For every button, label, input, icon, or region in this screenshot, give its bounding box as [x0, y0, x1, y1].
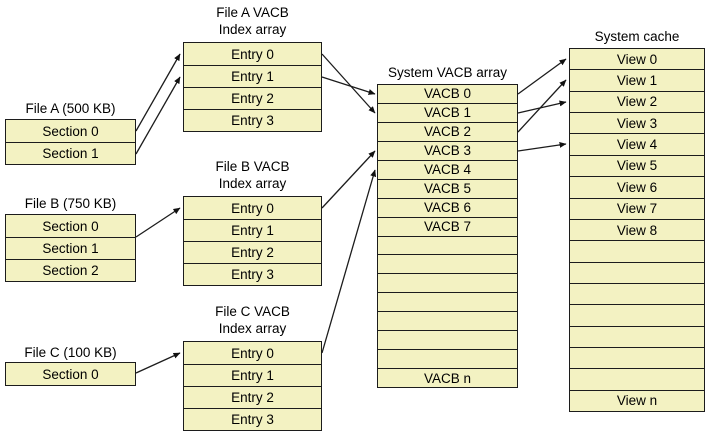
file-a-label: File A (500 KB)	[25, 101, 116, 116]
arrow-file-a-entry-0-to-vacb-1	[321, 53, 376, 114]
view-row: View 8	[570, 218, 704, 240]
view-row: View 5	[570, 154, 704, 176]
file-b-index-title: File B VACB Index array	[183, 158, 322, 192]
empty-row	[378, 311, 517, 330]
view-row: View n	[570, 389, 704, 411]
system-cache-title: System cache	[594, 29, 680, 44]
file-b-section-row: Section 2	[6, 259, 135, 281]
arrow-file-a-section-0-to-file-a-entry-0	[135, 53, 181, 132]
arrow-vacb-2-to-view-1	[517, 79, 567, 133]
vacb-row: VACB 4	[378, 159, 517, 179]
arrow-file-c-entry-0-to-vacb-4	[321, 169, 377, 354]
empty-row	[378, 292, 517, 311]
vacb-row: VACB 1	[378, 102, 517, 122]
file-a-section-row: Section 0	[42, 123, 99, 139]
vacb-row: VACB 6	[378, 197, 517, 217]
file-b-entry-row: Entry 3	[184, 263, 321, 285]
view-row: View 0	[616, 51, 658, 67]
file-a-index-table: Entry 0 Entry 1 Entry 2 Entry 3	[183, 42, 322, 132]
file-c-entry-row: Entry 0	[231, 345, 274, 361]
file-b-label: File B (750 KB)	[24, 196, 117, 211]
file-a-entry-row: Entry 0	[231, 46, 274, 62]
empty-row	[570, 261, 704, 283]
empty-row	[570, 282, 704, 304]
view-row: View 2	[570, 90, 704, 112]
file-b-entry-row: Entry 2	[184, 241, 321, 263]
title-line: File C VACB	[215, 304, 290, 319]
file-b-section-row: Section 1	[6, 237, 135, 259]
file-a-index-title: File A VACB Index array	[183, 4, 322, 38]
title-line: File B VACB	[215, 159, 290, 174]
empty-row	[378, 330, 517, 349]
file-a-entry-row: Entry 2	[184, 87, 321, 109]
view-row: View 3	[570, 112, 704, 133]
vacb-row: VACB n	[378, 368, 517, 387]
system-cache-table: View 0 View 1 View 2 View 3 View 4 View …	[569, 48, 705, 412]
empty-row	[570, 368, 704, 389]
empty-row	[378, 235, 517, 255]
empty-row	[378, 254, 517, 273]
empty-row	[570, 347, 704, 368]
system-vacb-array-title: System VACB array	[387, 65, 508, 80]
file-a-entry-row: Entry 3	[184, 109, 321, 131]
file-c-entry-row: Entry 3	[184, 408, 321, 430]
view-row: View 4	[570, 133, 704, 154]
vacb-row: VACB 2	[378, 121, 517, 141]
arrow-file-b-sections-to-file-b-entry-0	[135, 207, 181, 238]
title-line: File A VACB	[216, 5, 289, 20]
file-b-entry-row: Entry 0	[231, 200, 274, 216]
empty-row	[570, 325, 704, 347]
file-c-section-row: Section 0	[42, 366, 99, 382]
file-b-section-row: Section 0	[42, 218, 99, 234]
view-row: View 1	[570, 69, 704, 90]
file-c-table: Section 0	[5, 362, 136, 386]
file-a-table: Section 0 Section 1	[5, 119, 136, 165]
title-line: Index array	[218, 176, 287, 191]
title-line: Index array	[218, 321, 287, 336]
empty-row	[570, 304, 704, 325]
view-row: View 6	[570, 176, 704, 197]
empty-row	[378, 349, 517, 368]
vacb-row: VACB 3	[378, 140, 517, 160]
arrow-file-c-section-0-to-file-c-entry-0	[135, 352, 181, 374]
view-row: View 7	[570, 197, 704, 219]
empty-row	[570, 240, 704, 261]
file-b-table: Section 0 Section 1 Section 2	[5, 214, 136, 282]
vacb-row: VACB 0	[423, 86, 472, 102]
file-b-index-table: Entry 0 Entry 1 Entry 2 Entry 3	[183, 196, 322, 286]
file-c-entry-row: Entry 1	[184, 364, 321, 386]
file-a-entry-row: Entry 1	[184, 65, 321, 87]
file-c-entry-row: Entry 2	[184, 386, 321, 408]
file-c-label: File C (100 KB)	[24, 345, 117, 360]
vacb-row: VACB 5	[378, 178, 517, 198]
title-line: Index array	[218, 22, 287, 37]
file-a-section-row: Section 1	[6, 142, 135, 164]
arrow-file-a-section-1-to-file-a-entry-1	[135, 76, 181, 155]
system-vacb-array-table: VACB 0 VACB 1 VACB 2 VACB 3 VACB 4 VACB …	[377, 84, 518, 388]
vacb-row: VACB 7	[378, 216, 517, 236]
file-b-entry-row: Entry 1	[184, 219, 321, 241]
arrow-vacb-3-to-view-4	[517, 141, 567, 152]
file-c-index-table: Entry 0 Entry 1 Entry 2 Entry 3	[183, 341, 322, 431]
file-c-index-title: File C VACB Index array	[183, 303, 322, 337]
arrow-file-b-entry-0-to-vacb-3	[321, 150, 376, 209]
arrow-vacb-1-to-view-2	[517, 100, 567, 114]
empty-row	[378, 273, 517, 292]
